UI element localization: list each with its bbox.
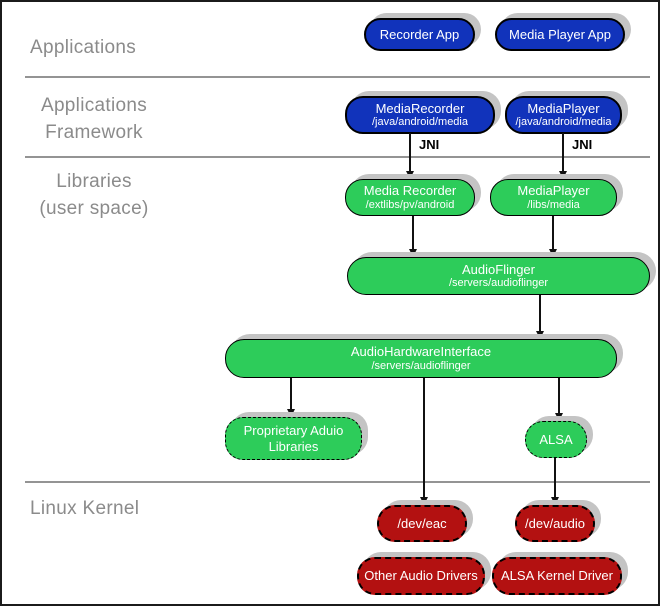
connector-audioflinger-to-hwinterface [536,295,544,339]
node-other-audio-drivers: Other Audio Drivers [357,557,485,595]
node-proprietary-audio-libraries: Proprietary Aduio Libraries [225,417,362,460]
layer-label-text: Linux Kernel [30,498,140,519]
node-recorder-app: Recorder App [364,18,475,51]
node-title: Proprietary Aduio Libraries [243,422,344,454]
connector-hwinterface-to-dev-eac [420,378,428,505]
layer-label-linux-kernel: Linux Kernel [30,495,139,522]
node-title: /dev/audio [525,515,585,531]
arrowhead-down-icon [559,171,567,179]
node-title: ALSA [539,431,573,447]
layer-label-text: Applications [40,95,148,116]
node-title: AudioFlinger [462,261,535,277]
node-title: /dev/eac [397,515,447,531]
node-mediaplayer-framework: MediaPlayer /java/android/media [505,96,622,134]
arrowhead-down-icon [420,497,428,505]
connector-line [562,133,564,173]
connector-line [554,458,556,499]
connector-line [423,378,425,499]
jni-label-left: JNI [419,137,440,152]
connector-player-to-audioflinger [549,216,557,257]
node-path: /servers/audioflinger [371,359,471,372]
divider-framework-libraries [25,156,650,158]
node-dev-audio: /dev/audio [515,505,595,542]
node-media-player-app: Media Player App [495,18,625,51]
node-title: MediaPlayer [517,183,590,199]
arrowhead-down-icon [549,249,557,257]
connector-line [552,216,554,251]
connector-line [290,378,292,411]
node-title: MediaPlayer [527,100,600,116]
node-mediaplayer-lib: MediaPlayer /libs/media [490,179,617,216]
arrowhead-down-icon [536,331,544,339]
node-path: /java/android/media [515,116,612,129]
jni-label-right: JNI [572,137,593,152]
layer-label-text: Applications [30,37,137,58]
layer-label-text: (user space) [39,198,149,219]
node-alsa-kernel-driver: ALSA Kernel Driver [492,557,622,595]
connector-line [412,216,414,251]
arrowhead-down-icon [406,171,414,179]
connector-line [539,295,541,333]
node-media-recorder-lib: Media Recorder /extlibs/pv/android [345,179,475,216]
layer-label-libraries: Libraries (user space) [26,168,162,222]
connector-hwinterface-to-alsa [555,378,563,421]
node-audioflinger: AudioFlinger /servers/audioflinger [347,257,650,295]
node-path: /java/android/media [371,116,468,129]
node-path: /libs/media [527,198,580,211]
arrowhead-down-icon [409,249,417,257]
layer-label-text: Framework [45,122,143,143]
node-title: Media Player App [509,26,611,42]
arrowhead-down-icon [551,497,559,505]
node-path: /servers/audioflinger [448,277,549,290]
layer-label-text: Libraries [56,171,132,192]
connector-mediarecorder-jni [406,133,414,179]
layer-label-applications-framework: Applications Framework [26,92,162,146]
divider-applications-framework [25,76,650,78]
arrowhead-down-icon [287,409,295,417]
node-title: AudioHardwareInterface [350,344,492,360]
connector-recorder-to-audioflinger [409,216,417,257]
node-mediarecorder-framework: MediaRecorder /java/android/media [345,96,495,134]
node-title: Other Audio Drivers [364,568,478,584]
connector-alsa-to-dev-audio [551,458,559,505]
node-title: ALSA Kernel Driver [501,568,613,584]
node-title: Media Recorder [363,183,457,199]
connector-line [409,133,411,173]
node-alsa: ALSA [525,421,587,458]
node-audiohardwareinterface: AudioHardwareInterface /servers/audiofli… [225,339,617,378]
layer-label-applications: Applications [30,34,136,61]
arrowhead-down-icon [555,413,563,421]
node-title: Recorder App [379,26,460,42]
connector-mediaplayer-jni [559,133,567,179]
node-dev-eac: /dev/eac [377,505,467,542]
divider-libraries-kernel [25,481,650,483]
connector-line [558,378,560,415]
node-path: /extlibs/pv/android [365,198,455,211]
connector-hwinterface-to-proprietary [287,378,295,417]
node-title: MediaRecorder [375,100,465,116]
